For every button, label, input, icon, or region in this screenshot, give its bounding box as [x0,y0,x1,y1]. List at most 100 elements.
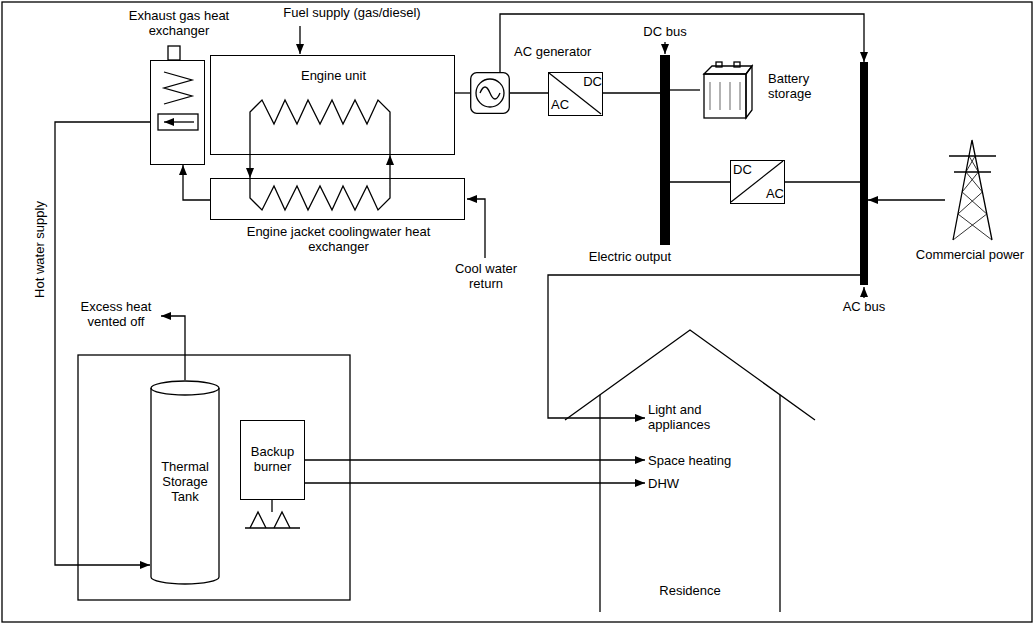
gen-outline [470,72,510,114]
bus-bar: DC bus [660,55,670,245]
load-text: Space heating [645,451,745,472]
gen-part [476,79,504,107]
pylon-outline [945,140,1000,240]
annotation-label: Fuel supply (gas/diesel) [262,6,442,21]
batt-part [710,82,711,110]
node-text: Exhaust gas heat exchanger [97,9,261,39]
connector [670,181,730,182]
connector [305,482,645,483]
storage-enclosure [78,355,350,600]
node-text: DC [576,75,602,90]
load-text: Light and appliances [645,400,740,436]
vent-arrow [161,316,185,380]
pylon-part [966,156,975,172]
batt-part [716,62,722,67]
node-text: DC bus [625,25,705,40]
node-text: Space heating [648,454,731,469]
heat-exchanger: Exhaust gas heat exchanger [150,60,205,165]
pylon-part [958,214,992,240]
connector [603,92,660,93]
batt-part [720,82,721,110]
jacket-coil [250,178,390,210]
pylon-part [962,192,987,214]
node-text: Thermal Storage Tank [150,460,220,505]
load-text: DHW [645,474,705,495]
annotation-label: Hot water supply [33,184,48,314]
node-text: Engine jacket coolingwater heat exchange… [226,225,451,255]
generator-symbol: AC generator [470,72,510,114]
annotation-label: Cool water return [450,262,522,292]
connector [249,155,250,178]
batt-part [730,82,731,110]
pylon-part [953,214,987,240]
burner-flame [274,512,290,528]
connector [55,122,150,565]
return-arrow [467,199,485,258]
annotation-label: Excess heat vented off [74,300,158,330]
pylon-part [953,140,992,240]
pylon-part [954,171,991,172]
exhaust-chimney [168,46,180,60]
leader-arrow [664,42,665,54]
grid-pylon: Commercial power [945,140,1000,240]
connector [305,459,645,460]
node-text: AC generator [514,45,604,60]
divider-line [731,161,783,202]
leader-arrow [863,287,864,298]
connector [510,92,548,93]
node-text: Backup burner [244,445,301,475]
node-text: DC [733,163,759,178]
connector [785,181,860,182]
batt-part [734,62,740,67]
node-text: AC [551,98,577,113]
tank-part [151,388,219,584]
house-part [599,395,600,612]
engine-coolant-coil [250,100,390,155]
batt-part [746,66,752,118]
converter-box: DC AC [548,72,603,116]
house-outline: Residence Light and appliancesSpace heati… [562,328,818,612]
tank-part [151,381,219,395]
pylon-part [966,172,982,192]
exhaust-coil [164,72,192,104]
exhaust-tube [158,114,198,130]
batt-part [740,82,741,110]
node-text: Battery storage [768,72,850,102]
node-text: Engine unit [211,69,456,84]
connector [389,155,390,178]
connector [455,92,470,93]
burner-feed [271,500,272,512]
batt-outline [700,60,755,120]
connector [670,89,700,90]
divider-line [549,73,601,114]
burner-base [245,527,300,528]
gen-part [471,73,510,114]
engine-box: Engine unit [210,55,455,155]
gen-part [480,87,500,99]
house-part [779,395,780,612]
battery-symbol: Battery storage [700,60,755,120]
pylon-part [958,192,982,214]
node-text: DHW [648,477,679,492]
batt-part [704,74,746,118]
burner-box: Backup burner [240,420,305,500]
connector [868,199,945,200]
node-text: Residence [562,584,818,599]
storage-tank: Thermal Storage Tank [150,380,220,585]
bus-bar: AC bus [860,62,868,285]
annotation-label: Electric output [570,250,690,265]
connector [500,14,864,72]
pylon-part [949,155,996,156]
flow-arrow [164,121,194,122]
batt-part [704,66,752,74]
converter-box: DCAC [730,160,785,204]
pylon-part [962,172,978,192]
node-text: AC bus [829,300,899,315]
burner-flame [250,512,266,528]
connector [548,275,860,418]
node-text: Commercial power [905,248,1035,263]
house-outline [562,328,818,612]
node-text: Light and appliances [648,403,737,433]
